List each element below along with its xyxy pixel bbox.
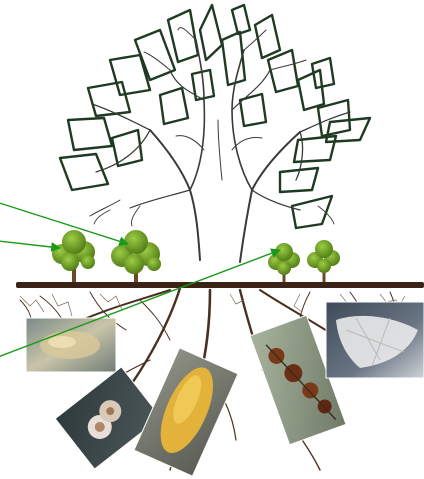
soil-surface-line <box>16 282 424 288</box>
seedling <box>111 230 161 284</box>
microscopy-photo <box>326 302 424 378</box>
large-tree-sketch <box>60 5 370 228</box>
seedling <box>52 230 95 282</box>
microscopy-photo <box>26 318 116 372</box>
green-arrow <box>0 240 60 248</box>
seedling <box>307 240 340 282</box>
seedling <box>268 243 300 282</box>
